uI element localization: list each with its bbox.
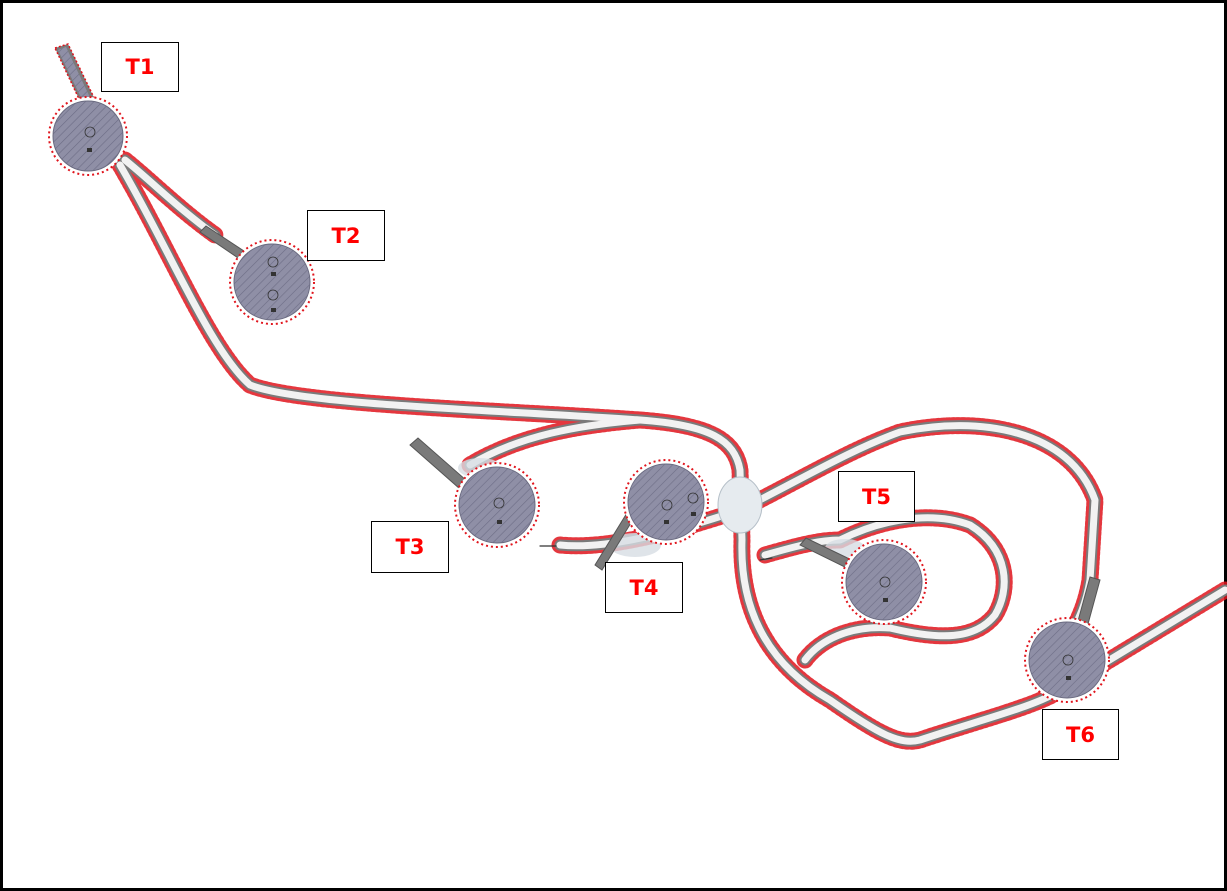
turbine-label-text: T1 <box>125 55 155 79</box>
pad-t2 <box>199 225 315 325</box>
pad-t1 <box>48 43 128 176</box>
turbine-label-text: T3 <box>395 535 425 559</box>
pad-t3 <box>409 437 540 548</box>
turbine-label-text: T2 <box>331 223 361 248</box>
turbine-label-text: T5 <box>862 484 891 509</box>
turbine-label-t6: T6 <box>1042 709 1119 760</box>
turbine-label-t4: T4 <box>605 562 683 613</box>
turbine-label-t5: T5 <box>838 471 915 522</box>
turbine-pads <box>48 43 1110 703</box>
pad-t6 <box>1024 576 1110 703</box>
turbine-label-t1: T1 <box>101 42 179 92</box>
turbine-label-t2: T2 <box>307 210 385 261</box>
turbine-label-text: T6 <box>1066 722 1095 747</box>
turbine-label-text: T4 <box>629 575 659 600</box>
pad-t5 <box>799 537 927 625</box>
pad-t4 <box>594 459 709 571</box>
turbine-label-t3: T3 <box>371 521 449 573</box>
